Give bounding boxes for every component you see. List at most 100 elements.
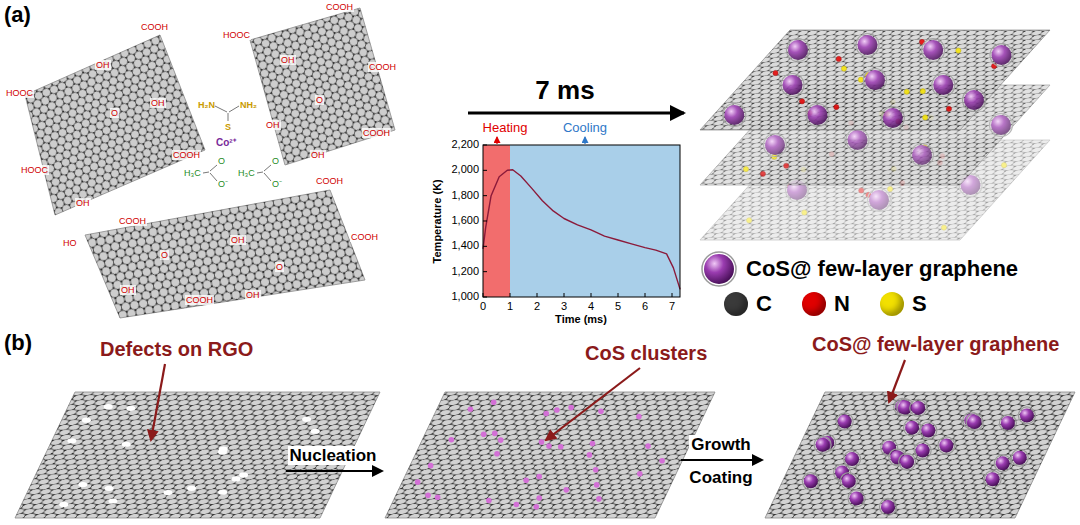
functional-group-wrap: OH bbox=[95, 60, 111, 70]
functional-group-wrap: COOH bbox=[350, 232, 379, 242]
graphene-shell bbox=[802, 473, 819, 490]
molecule-label: Co²⁺ bbox=[216, 137, 236, 148]
graphene-sheet bbox=[25, 35, 205, 215]
tick-label-wrap: 0 bbox=[480, 300, 486, 313]
legend-swatch bbox=[802, 292, 826, 316]
cos-particle bbox=[996, 456, 1010, 470]
graphene-shell bbox=[999, 415, 1016, 432]
tick-label: 2,200 bbox=[451, 138, 479, 150]
cos-particle bbox=[865, 70, 885, 90]
chemical-bond bbox=[203, 172, 209, 173]
legend-text: C bbox=[756, 291, 772, 316]
axis-title: Temperature (K) bbox=[431, 179, 443, 263]
functional-group: OH bbox=[75, 198, 91, 208]
graphene-shell bbox=[879, 498, 896, 515]
cos-particle bbox=[933, 75, 953, 95]
sulfur-dopant bbox=[802, 210, 807, 215]
molecule-label: S bbox=[225, 122, 231, 132]
graphene-shell bbox=[922, 39, 945, 62]
tick-label-wrap: 2,000 bbox=[451, 163, 479, 176]
graphene-shell bbox=[932, 74, 955, 97]
graphene-shell bbox=[846, 129, 869, 152]
legend-item: N bbox=[802, 291, 850, 316]
chemical-bond bbox=[229, 106, 239, 112]
lattice-defect bbox=[311, 429, 320, 434]
functional-group: COOH bbox=[118, 216, 147, 226]
tick-label-wrap: 6 bbox=[642, 300, 648, 313]
y-tick bbox=[483, 220, 487, 221]
band-label: Heating bbox=[483, 121, 528, 136]
tick-label: 1,400 bbox=[451, 239, 479, 251]
sulfur-dopant bbox=[1001, 163, 1006, 168]
cos-particle bbox=[923, 40, 943, 60]
cos-particle bbox=[986, 472, 1000, 486]
tick-label: 2,000 bbox=[451, 163, 479, 175]
functional-group: OH bbox=[265, 120, 281, 130]
step-arrow bbox=[286, 470, 382, 472]
tick-label-wrap: 5 bbox=[615, 300, 621, 313]
functional-group: HOOC bbox=[5, 88, 34, 98]
functional-group: OH bbox=[230, 235, 246, 245]
tick-label-wrap: 1,400 bbox=[451, 239, 479, 252]
axis-title-wrap: Temperature (K) bbox=[431, 179, 444, 263]
y-tick bbox=[483, 170, 487, 171]
molecule-label-wrap: O⁻ bbox=[272, 179, 282, 189]
cooling-pointer bbox=[584, 137, 585, 144]
chemical-bond bbox=[264, 173, 271, 181]
cos-cluster bbox=[481, 431, 487, 437]
tick-label: 1,200 bbox=[451, 265, 479, 277]
nitrogen-dopant bbox=[784, 163, 789, 168]
product-sheet bbox=[700, 30, 1050, 130]
cos-cluster bbox=[536, 474, 542, 480]
functional-group-wrap: COOH bbox=[185, 295, 214, 305]
lattice-defect bbox=[104, 404, 113, 409]
heating-pointer bbox=[496, 137, 497, 144]
graphene-lattice bbox=[85, 190, 365, 318]
panel-letter: (b) bbox=[4, 330, 32, 355]
nitrogen-dopant bbox=[836, 56, 841, 61]
go-sheet bbox=[25, 35, 205, 215]
functional-group: OH bbox=[150, 98, 166, 108]
functional-group-wrap: OH bbox=[280, 55, 296, 65]
molecule-label: H₃C bbox=[238, 168, 255, 178]
functional-group: COOH bbox=[315, 176, 344, 186]
legend-item: C bbox=[724, 291, 772, 316]
nitrogen-dopant bbox=[760, 171, 765, 176]
band-label: Cooling bbox=[563, 121, 607, 136]
cos-cluster bbox=[491, 399, 497, 405]
sulfur-dopant bbox=[923, 115, 928, 120]
tick-label-wrap: 1,800 bbox=[451, 189, 479, 202]
time-label: 7 ms bbox=[535, 75, 594, 105]
cos-particle bbox=[848, 130, 868, 150]
lattice-defect bbox=[218, 449, 227, 454]
legend-text: CoS@ few-layer graphene bbox=[746, 256, 1018, 281]
sulfur-dopant bbox=[747, 218, 752, 223]
tick-label-wrap: 1,600 bbox=[451, 214, 479, 227]
molecule-label-wrap: O⁻ bbox=[218, 179, 228, 189]
cos-particle bbox=[1020, 408, 1034, 422]
functional-group-wrap: COOH bbox=[362, 128, 391, 138]
y-tick bbox=[483, 297, 487, 298]
cos-particle bbox=[816, 438, 830, 452]
x-tick bbox=[591, 293, 592, 297]
functional-group: COOH bbox=[368, 62, 397, 72]
cos-cluster bbox=[494, 451, 500, 457]
graphene-lattice bbox=[250, 8, 395, 165]
functional-group: COOH bbox=[362, 128, 391, 138]
pointer-arrow bbox=[151, 364, 165, 440]
cos-cluster bbox=[659, 458, 665, 464]
legend-swatch bbox=[880, 292, 904, 316]
callout-label: CoS clusters bbox=[585, 342, 707, 364]
temperature-curve bbox=[483, 170, 680, 290]
axis-title: Time (ms) bbox=[555, 313, 607, 325]
sulfur-dopant bbox=[841, 66, 846, 71]
graphene-shell bbox=[781, 74, 804, 97]
time-label-wrap: 7 ms bbox=[535, 76, 594, 106]
y-tick bbox=[483, 195, 487, 196]
x-tick bbox=[672, 293, 673, 297]
functional-group-wrap: HOOC bbox=[222, 30, 251, 40]
legend-swatch bbox=[724, 292, 748, 316]
molecule-label: O⁻ bbox=[272, 179, 282, 189]
functional-group: OH bbox=[120, 285, 136, 295]
cos-cluster bbox=[539, 439, 545, 445]
